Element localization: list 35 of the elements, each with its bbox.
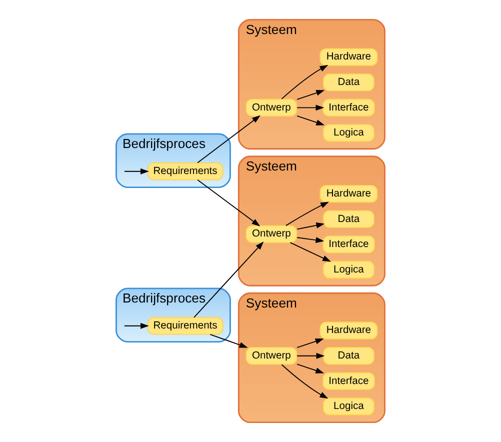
arrow: [281, 364, 328, 399]
node-box: Data: [322, 210, 374, 228]
node-box: Logica: [322, 124, 374, 142]
arrow: [290, 242, 332, 262]
node-box: Hardware: [320, 48, 378, 66]
arrow: [296, 104, 324, 111]
arrow: [281, 64, 328, 100]
arrow: [197, 179, 260, 226]
node-box: Interface: [322, 98, 375, 117]
node-box: Interface: [322, 236, 375, 254]
node-box: Ontwerp: [246, 98, 298, 117]
arrow: [194, 242, 264, 318]
arrow: [296, 116, 325, 126]
node-box: Data: [322, 74, 374, 92]
arrow: [197, 115, 260, 164]
arrow: [296, 222, 325, 230]
node-box: Data: [322, 346, 374, 365]
node-box: Requirements: [147, 162, 224, 180]
node-box: Ontwerp: [246, 225, 298, 243]
arrow: [296, 237, 324, 243]
arrow: [296, 338, 324, 348]
node-box: Ontwerp: [246, 346, 298, 365]
arrow: [296, 364, 324, 374]
arrow: [296, 352, 325, 359]
arrow: [285, 202, 329, 226]
node-box: Interface: [322, 372, 375, 390]
node-box: Logica: [322, 260, 374, 279]
arrow: [296, 90, 325, 100]
arrow: [124, 168, 149, 174]
node-box: Hardware: [320, 184, 378, 203]
arrow: [210, 334, 248, 348]
node-box: Requirements: [147, 317, 224, 335]
node-box: Hardware: [320, 322, 378, 340]
node-box: Logica: [322, 398, 374, 416]
arrow: [124, 322, 149, 329]
